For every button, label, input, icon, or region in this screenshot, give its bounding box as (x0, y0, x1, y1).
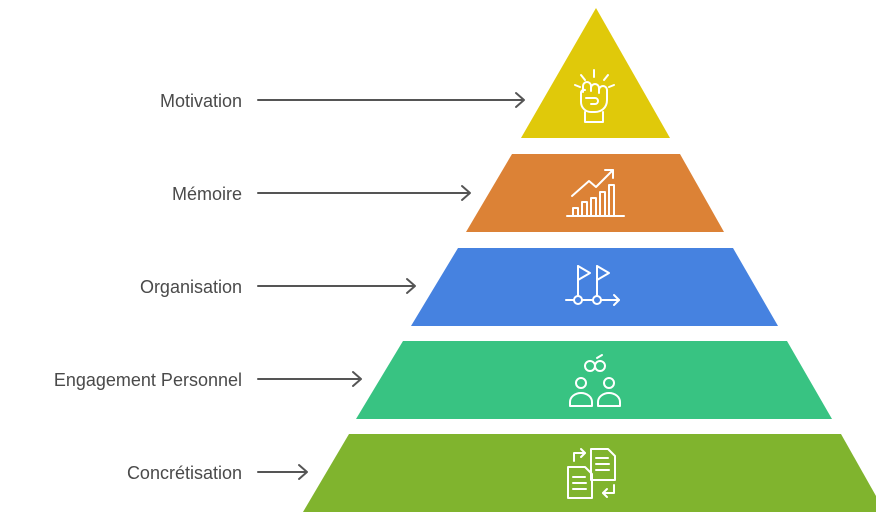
pyramid-level-concretisation: Concrétisation (127, 434, 876, 512)
pyramid-segment-motivation (521, 8, 670, 138)
pyramid-segment-memoire (466, 154, 724, 232)
level-label-concretisation: Concrétisation (127, 463, 242, 483)
pyramid-level-motivation: Motivation (160, 8, 670, 138)
document-exchange-icon (567, 448, 616, 499)
pyramid-segment-organisation (411, 248, 778, 326)
pyramid-segment-concretisation (303, 434, 876, 512)
level-label-organisation: Organisation (140, 277, 242, 297)
growth-chart-icon (566, 169, 625, 217)
level-label-memoire: Mémoire (172, 184, 242, 204)
pyramid-level-organisation: Organisation (140, 248, 778, 326)
level-label-motivation: Motivation (160, 91, 242, 111)
route-flags-icon (565, 265, 620, 306)
pyramid-segment-engagement-personnel (356, 341, 832, 419)
connector-arrow-concretisation (257, 464, 308, 480)
raised-fist-icon (574, 69, 615, 123)
connector-arrow-organisation (257, 278, 416, 294)
pyramid-level-engagement-personnel: Engagement Personnel (54, 341, 832, 419)
connector-arrow-motivation (257, 92, 525, 108)
connector-arrow-engagement-personnel (257, 371, 362, 387)
linked-people-icon (569, 354, 621, 407)
pyramid-level-memoire: Mémoire (172, 154, 724, 232)
connector-arrow-memoire (257, 185, 471, 201)
level-label-engagement-personnel: Engagement Personnel (54, 370, 242, 390)
